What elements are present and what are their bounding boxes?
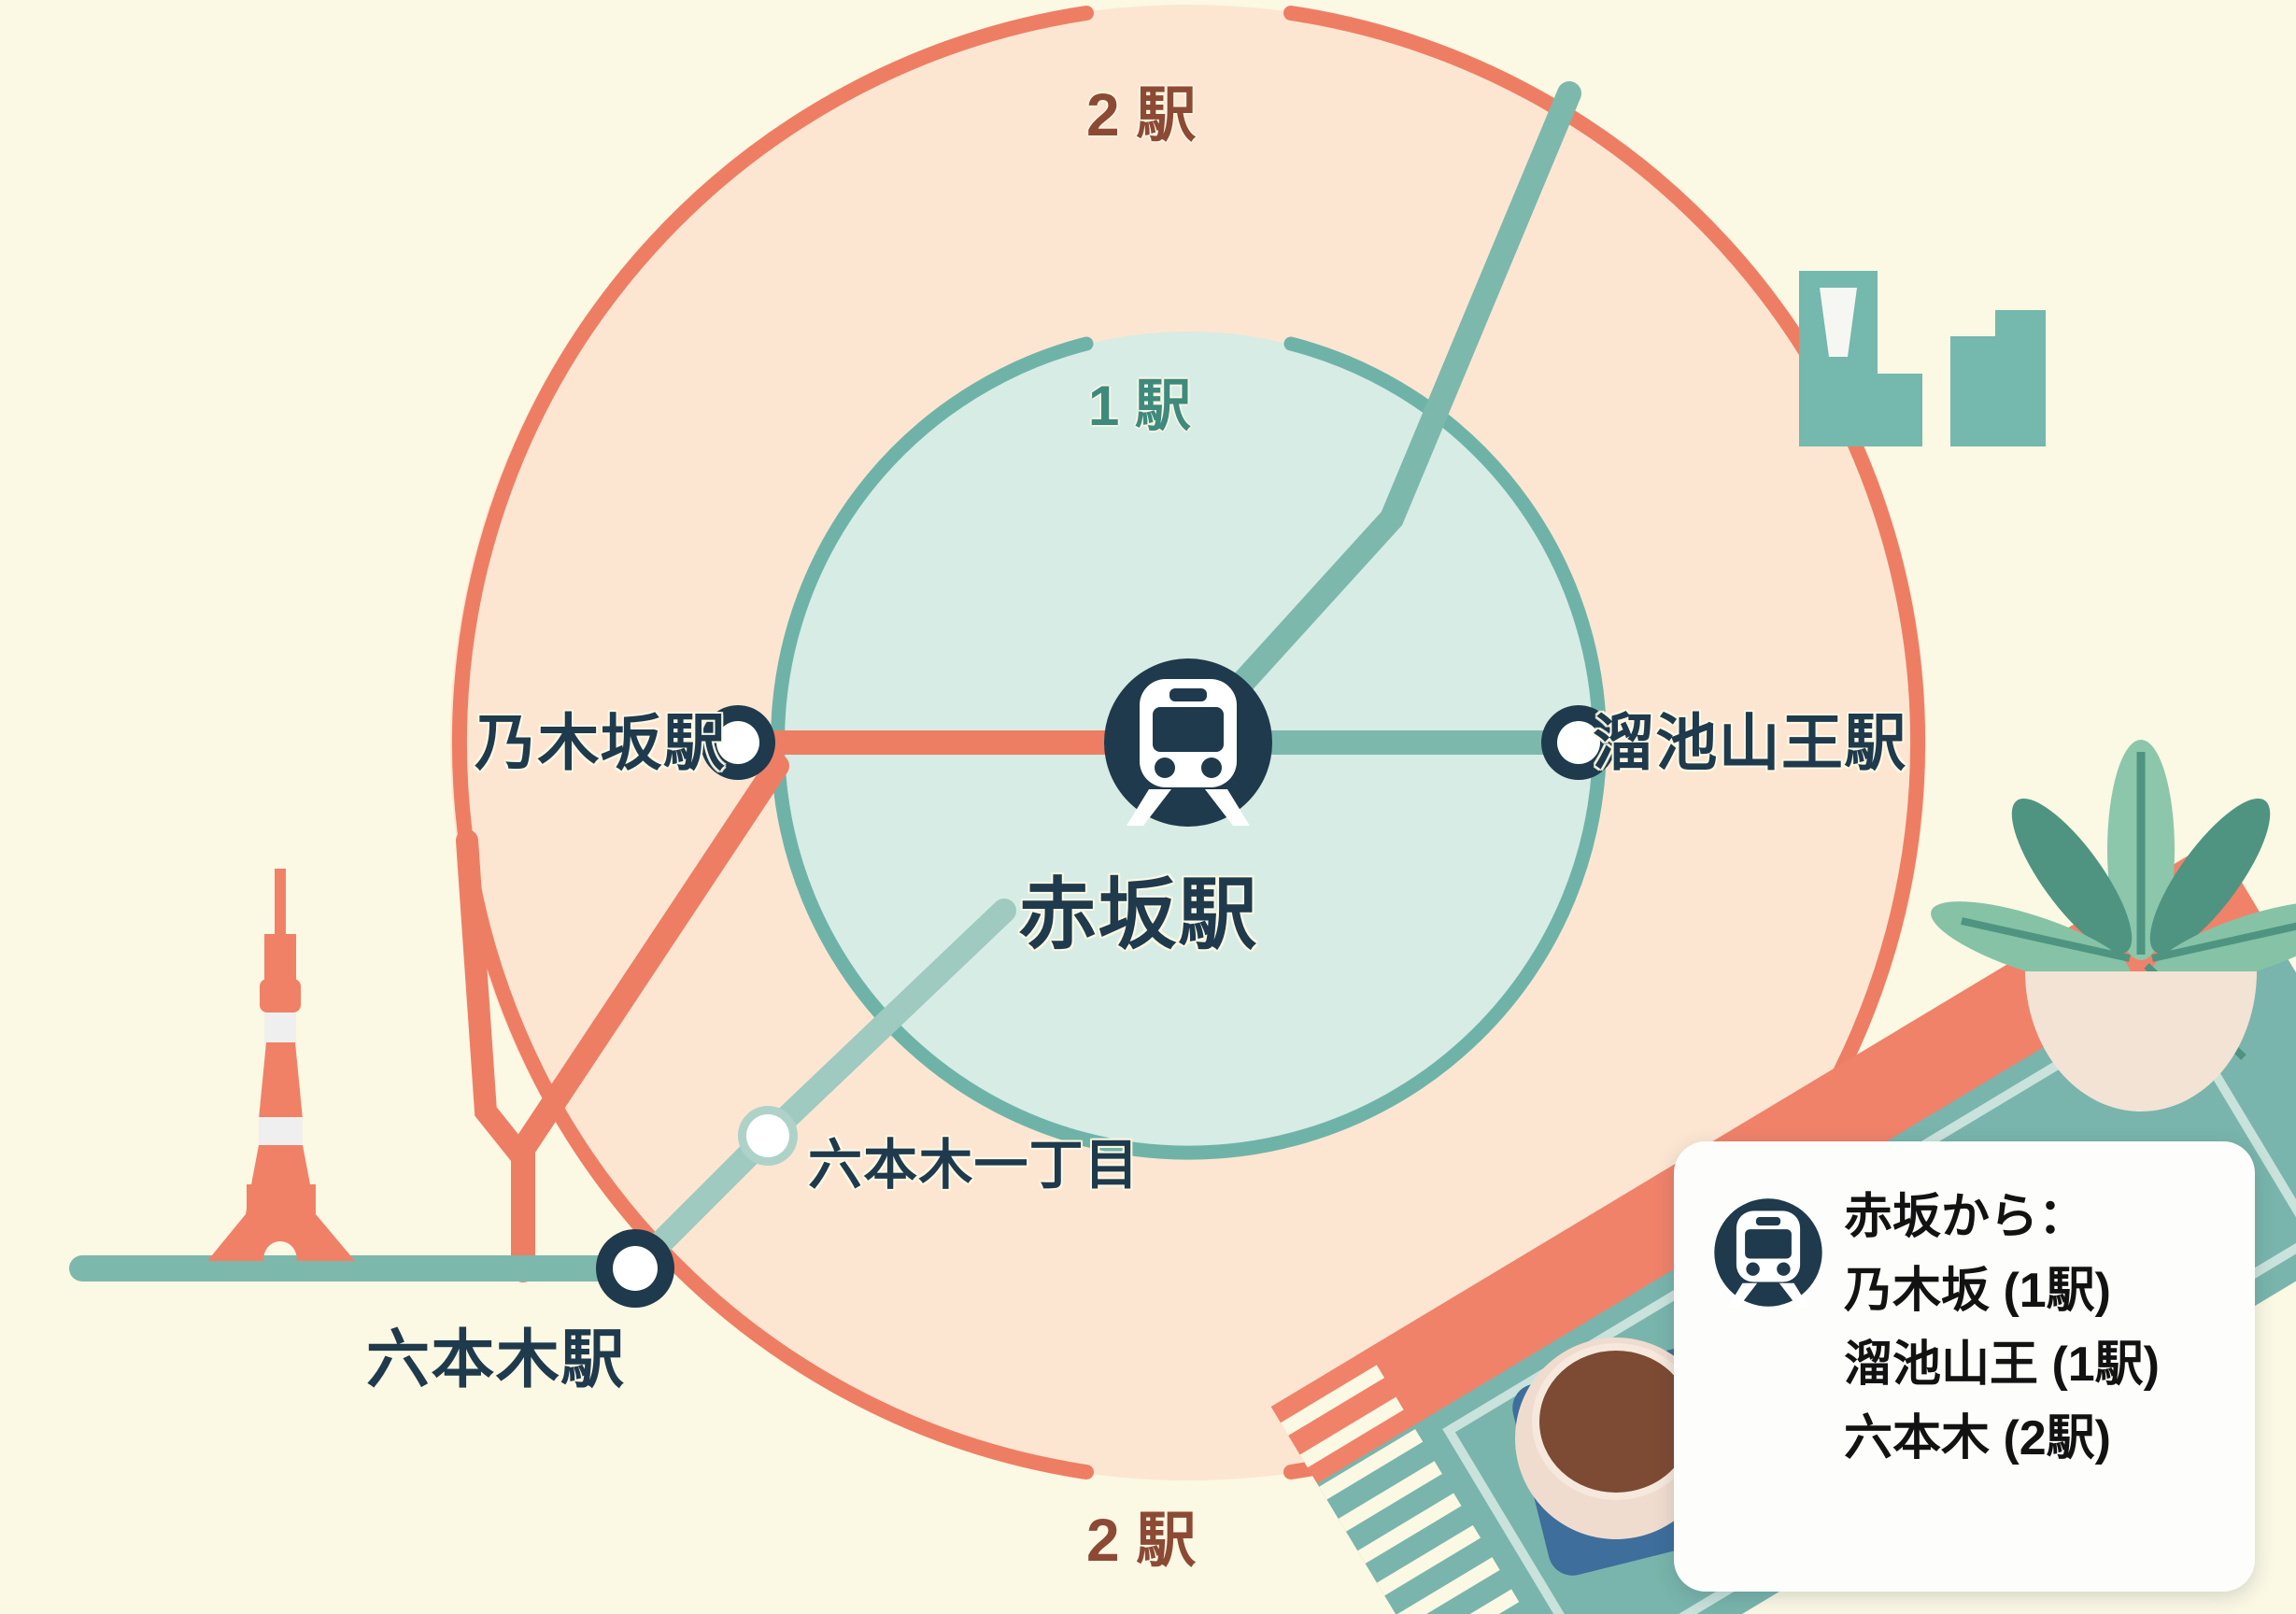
station-label-roppongi-itchome: 六本木一丁目 <box>808 1135 1140 1196</box>
station-label-tameike: 溜池山王駅 <box>1593 708 1907 777</box>
info-card: 赤坂から： 乃木坂 (1駅) 溜池山王 (1駅) 六本木 (2駅) <box>1674 1141 2255 1592</box>
station-marker-nogizaka[interactable] <box>701 705 775 780</box>
rail-line-teal-northeast <box>1176 81 1581 755</box>
page-title: 赤坂駅 <box>1018 871 1259 958</box>
ring-label-outer-bottom: 2 駅 <box>1086 1507 1197 1574</box>
potted-plant-icon <box>1931 740 2296 1111</box>
rail-line-red-southwest <box>511 754 789 1161</box>
rail-line-red-fork <box>456 829 534 1169</box>
station-label-roppongi: 六本木駅 <box>366 1324 626 1395</box>
info-card-lines: 赤坂から： 乃木坂 (1駅) 溜池山王 (1駅) 六本木 (2駅) <box>1844 1173 2255 1476</box>
station-label-nogizaka: 乃木坂駅 <box>475 708 727 777</box>
ring-inner-stroke <box>771 336 1607 1160</box>
city-buildings-icon <box>1799 271 2046 446</box>
rail-line-teal-southwest <box>756 899 1016 1148</box>
train-station-icon[interactable] <box>1104 658 1272 827</box>
station-marker-roppongi-itchome[interactable] <box>738 1106 798 1166</box>
tokyo-tower-icon <box>207 869 355 1261</box>
station-marker-roppongi[interactable] <box>596 1229 674 1308</box>
station-marker-tameike-sanno[interactable] <box>1541 705 1616 780</box>
info-card-entry-1: 溜池山王 (1駅) <box>1844 1338 2161 1393</box>
ring-label-outer-top: 2 駅 <box>1086 81 1197 149</box>
train-station-icon <box>1713 1197 1823 1312</box>
info-card-heading: 赤坂から： <box>1844 1190 2088 1244</box>
ring-label-inner-top: 1 駅 <box>1088 375 1192 437</box>
info-card-entry-2: 六本木 (2駅) <box>1844 1411 2112 1466</box>
info-card-entry-0: 乃木坂 (1駅) <box>1844 1264 2112 1319</box>
